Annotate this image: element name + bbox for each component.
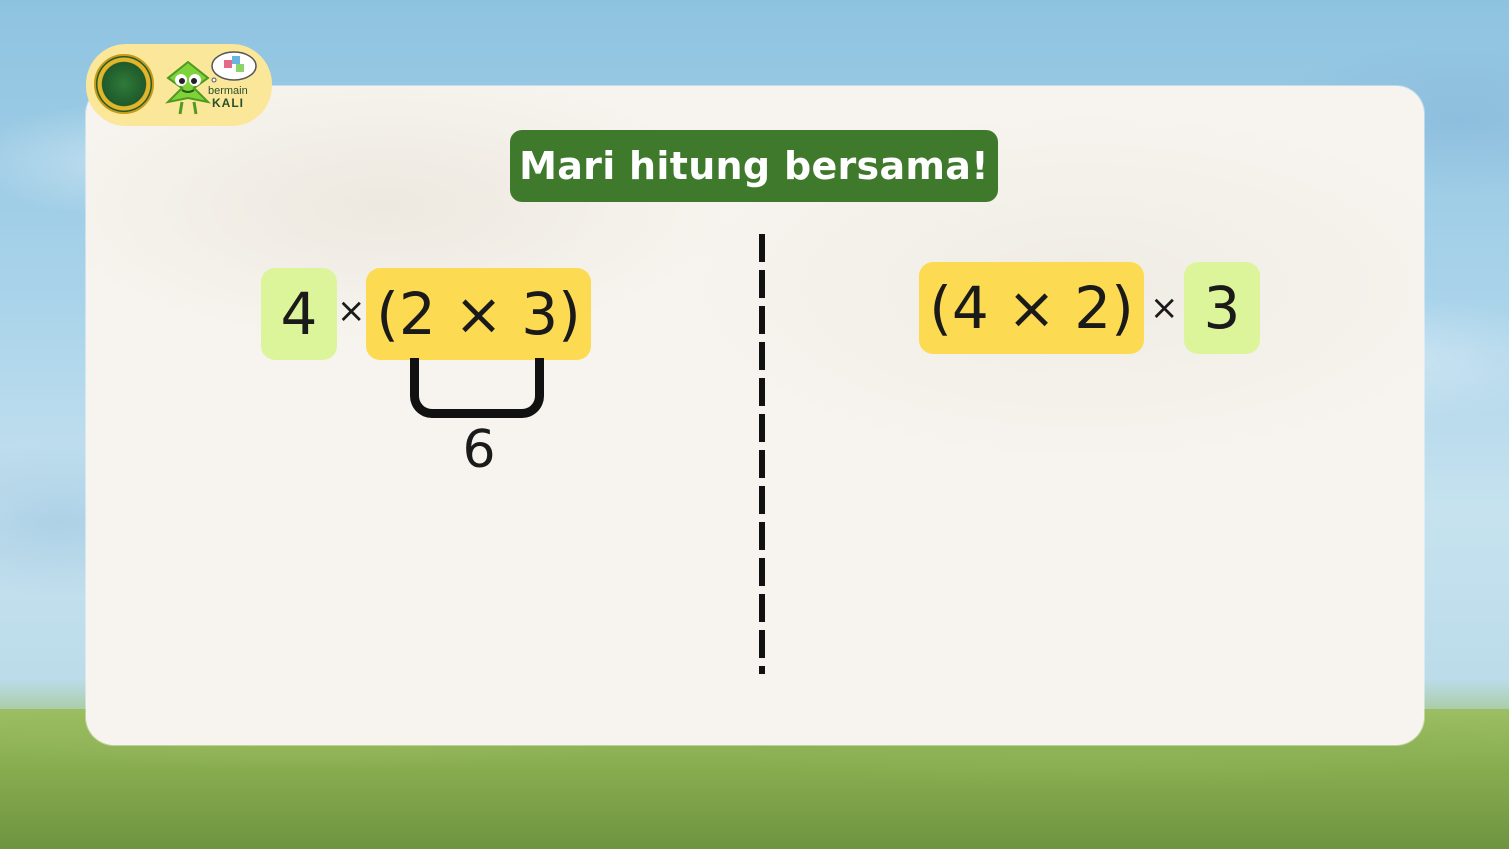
logo-badge: bermain KALI [86, 44, 272, 126]
thought-cloud-icon [211, 51, 257, 83]
dashed-divider [759, 234, 765, 674]
right-single-number: 3 [1184, 262, 1260, 354]
right-group-expression: (4 × 2) [919, 262, 1144, 354]
brand-line-1: bermain [208, 85, 248, 97]
page-title: Mari hitung bersama! [510, 130, 998, 202]
university-emblem-icon [94, 54, 154, 114]
left-single-number: 4 [261, 268, 337, 360]
brand-line-2: KALI [212, 96, 244, 110]
left-times-sign: × [337, 291, 366, 331]
grouping-bracket [410, 358, 544, 418]
right-times-sign: × [1150, 288, 1179, 328]
left-group-expression: (2 × 3) [366, 268, 591, 360]
group-result: 6 [462, 420, 496, 480]
mascot-icon [164, 60, 212, 115]
brand-wordmark: bermain KALI [208, 85, 248, 110]
